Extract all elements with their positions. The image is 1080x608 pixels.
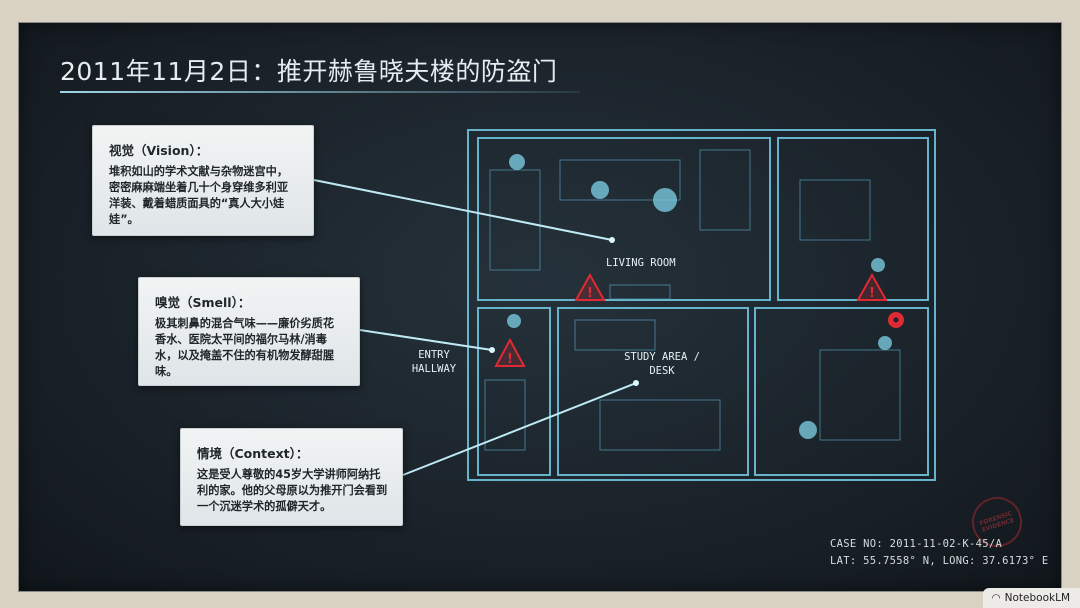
room-hallway (477, 307, 551, 476)
card-body: 这是受人尊敬的45岁大学讲师阿纳托利的家。他的父母原以为推开门会看到一个沉迷学术… (197, 468, 388, 513)
label-entry-line1: ENTRY (418, 349, 450, 361)
room-bedroom-1 (777, 137, 929, 301)
brand-label: NotebookLM (1004, 592, 1070, 604)
room-study (557, 307, 749, 476)
label-study-area: STUDY AREA / DESK (612, 350, 712, 378)
card-heading: 视觉（Vision）： (109, 143, 209, 158)
card-context: 情境（Context）： 这是受人尊敬的45岁大学讲师阿纳托利的家。他的父母原以… (180, 428, 403, 526)
card-heading: 嗅觉（Smell）： (155, 295, 251, 310)
title-underline (60, 91, 580, 93)
furniture-sketch (484, 149, 901, 451)
card-vision: 视觉（Vision）： 堆积如山的学术文献与杂物迷宫中，密密麻麻端坐着几十个身穿… (92, 125, 314, 236)
label-study-line1: STUDY AREA / (624, 351, 700, 363)
svg-text:!: ! (869, 286, 875, 301)
connector-lines (313, 179, 637, 476)
card-heading: 情境（Context）： (197, 446, 309, 461)
svg-text:!: ! (587, 286, 593, 301)
label-entry-hallway: ENTRY HALLWAY (406, 348, 462, 376)
label-living-room: LIVING ROOM (606, 257, 676, 269)
card-body: 极其刺鼻的混合气味——廉价劣质花香水、医院太平间的福尔马林/消毒水，以及掩盖不住… (155, 317, 335, 378)
room-living (477, 137, 771, 301)
label-entry-line2: HALLWAY (411, 363, 457, 375)
case-info: CASE NO: 2011-11-02-K-45/A LAT: 55.7558°… (830, 536, 1049, 570)
plan-outer-wall (467, 129, 936, 481)
card-body: 堆积如山的学术文献与杂物迷宫中，密密麻麻端坐着几十个身穿维多利亚洋装、戴着蜡质面… (109, 165, 289, 226)
room-bedroom-2 (754, 307, 929, 476)
doll-figures (507, 154, 892, 439)
case-number: CASE NO: 2011-11-02-K-45/A (830, 538, 1003, 550)
svg-text:!: ! (507, 352, 513, 367)
card-smell: 嗅觉（Smell）： 极其刺鼻的混合气味——廉价劣质花香水、医院太平间的福尔马林… (138, 277, 360, 386)
warning-icon (494, 272, 888, 367)
radiation-icon (888, 312, 904, 328)
coordinates: LAT: 55.7558° N, LONG: 37.6173° E (830, 555, 1049, 567)
notebooklm-logo-icon: ◠ (991, 592, 1001, 604)
notebooklm-badge: ◠ NotebookLM (983, 588, 1080, 608)
label-study-line2: DESK (649, 365, 675, 377)
page-title: 2011年11月2日：推开赫鲁晓夫楼的防盗门 (60, 57, 558, 86)
